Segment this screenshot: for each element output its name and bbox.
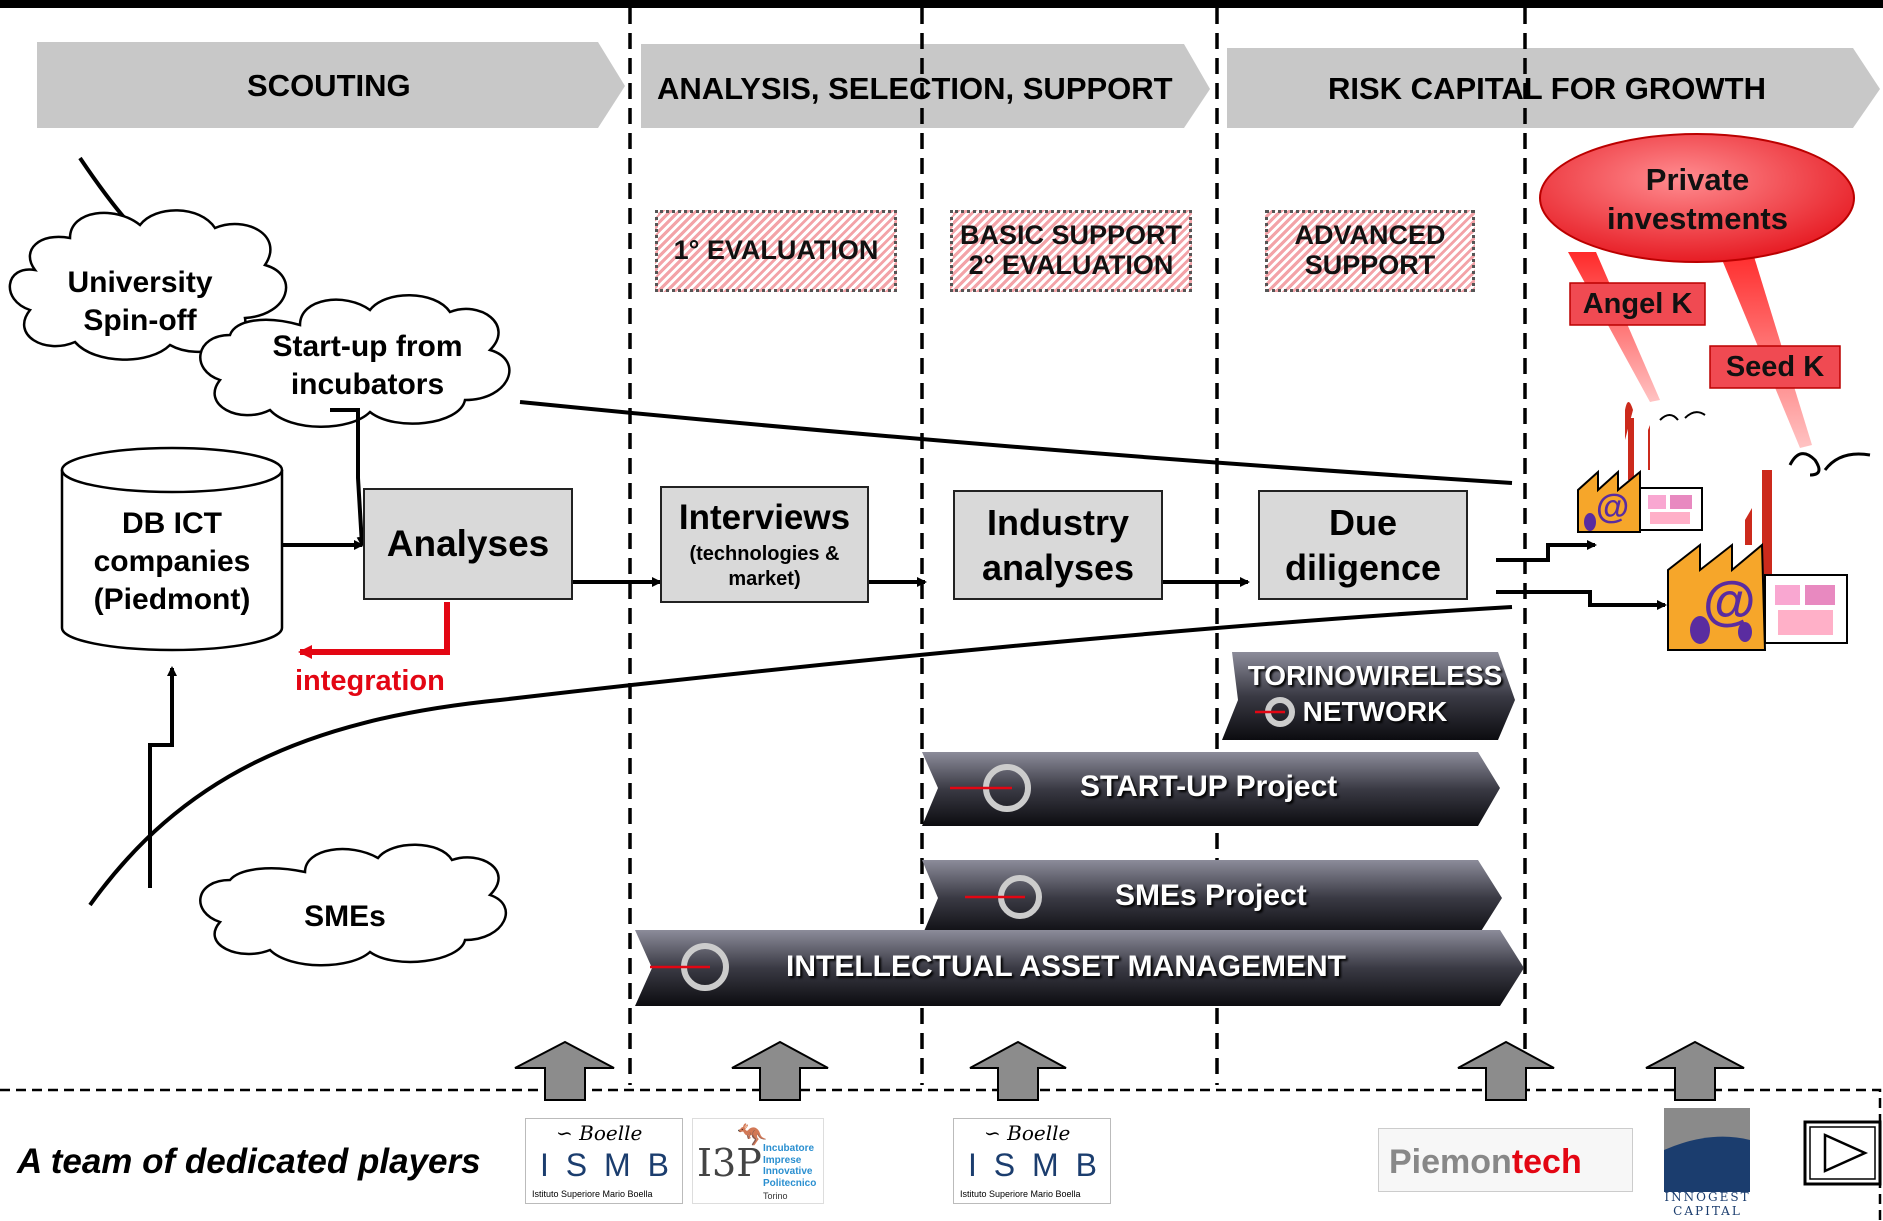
eval-first-label: 1° EVALUATION — [673, 235, 879, 266]
private-investments-label: Private investments — [1607, 162, 1788, 237]
factory-small-icon — [1577, 402, 1706, 533]
phase-label-risk-capital: RISK CAPITAL FOR GROWTH — [1328, 71, 1766, 106]
angel-k-label: Angel K — [1582, 288, 1693, 320]
innogest-logo-graphic — [1664, 1108, 1750, 1192]
innogest-logo-text: INNOGEST CAPITAL — [1664, 1190, 1751, 1219]
phase-arrow-scouting — [37, 42, 625, 128]
flow-arrows — [148, 408, 1667, 888]
project-arrows — [635, 652, 1524, 1006]
project-ring-lines — [650, 710, 1285, 969]
ismb-logo-1-text: I S M B — [540, 1147, 673, 1183]
phase-label-analysis: ANALYSIS, SELECTION, SUPPORT — [657, 71, 1173, 106]
due-diligence-label: Due diligence — [1284, 502, 1442, 588]
factory-large-at: @ — [1703, 571, 1756, 631]
eval-first: 1° EVALUATION — [655, 210, 897, 292]
cloud-incubators-label: Start-up from incubators — [272, 330, 463, 401]
kangaroo-icon: 🦘 — [737, 1122, 767, 1149]
seed-k-label-bg — [1709, 345, 1841, 389]
interviews-box: Interviews (technologies & market) — [660, 486, 869, 603]
analyses-box: Analyses — [363, 488, 573, 600]
angel-k-label-bg — [1569, 282, 1706, 326]
i3p-logo-mark: I3P — [697, 1141, 762, 1185]
ismb-logo-1-sub: Istituto Superiore Mario Boella — [532, 1189, 653, 1199]
interviews-label: Interviews — [678, 498, 851, 537]
ismb-logo-2-text: I S M B — [968, 1147, 1101, 1183]
db-label: DB ICT companies (Piedmont) — [93, 507, 251, 617]
private-investments-ellipse — [1539, 133, 1855, 263]
industry-label: Industry analyses — [981, 502, 1135, 588]
up-arrows — [514, 1040, 1745, 1101]
due-diligence-box: Due diligence — [1258, 490, 1468, 600]
piemontech-logo-a: Piemon — [1389, 1143, 1512, 1181]
ismb-logo-2: ∽ Boelle I S M B Istituto Superiore Mari… — [953, 1118, 1111, 1204]
project-arrow-smes — [922, 860, 1502, 936]
team-label: A team of dedicated players — [17, 1142, 481, 1181]
project-torino-label: TORINOWIRELESS NETWORK — [1247, 660, 1503, 727]
analyses-label: Analyses — [386, 523, 550, 564]
phase-separators — [628, 8, 1527, 1085]
project-smes-label: SMEs Project — [1115, 879, 1307, 912]
piemontech-logo: Piemontech — [1378, 1128, 1633, 1192]
cloud-university — [8, 209, 288, 361]
project-arrow-torino — [1222, 652, 1515, 740]
angel-beam — [1568, 252, 1660, 402]
phase-arrows — [37, 42, 1880, 128]
project-iam-label: INTELLECTUAL ASSET MANAGEMENT — [786, 950, 1346, 983]
funnel-top-curve — [519, 400, 1513, 485]
project-arrow-iam — [635, 930, 1524, 1006]
factory-small-at: @ — [1596, 488, 1630, 526]
ismb-logo-1: ∽ Boelle I S M B Istituto Superiore Mari… — [525, 1118, 683, 1204]
cloud-incubators — [199, 294, 511, 428]
i3p-logo: I3P 🦘 Incubatore Imprese Innovative Poli… — [692, 1118, 824, 1204]
i3p-logo-city: Torino — [763, 1191, 788, 1201]
project-startup-label: START-UP Project — [1080, 770, 1338, 803]
ismb-logo-2-sub: Istituto Superiore Mario Boella — [960, 1189, 1081, 1199]
eval-advanced: ADVANCED SUPPORT — [1265, 210, 1475, 292]
industry-box: Industry analyses — [953, 490, 1163, 600]
top-bar — [0, 0, 1883, 8]
cloud-smes-label: SMEs — [304, 900, 386, 933]
phase-arrow-risk-capital — [1227, 48, 1880, 128]
footer-box — [0, 1088, 1882, 1221]
cloud-smes — [199, 843, 508, 967]
play-icon — [1803, 1120, 1882, 1186]
phase-arrow-analysis — [641, 44, 1210, 128]
db-cylinder — [60, 446, 284, 652]
eval-basic: BASIC SUPPORT 2° EVALUATION — [950, 210, 1192, 292]
phase-label-scouting: SCOUTING — [247, 68, 411, 103]
eval-advanced-label: ADVANCED SUPPORT — [1294, 220, 1446, 280]
project-arrow-startup — [922, 752, 1500, 826]
i3p-logo-text: Incubatore Imprese Innovative Politecnic… — [763, 1143, 817, 1189]
seed-k-label: Seed K — [1725, 351, 1825, 383]
play-button[interactable] — [1805, 1122, 1880, 1184]
funnel-bottom-curve — [88, 605, 1513, 907]
integration-label: integration — [295, 665, 445, 697]
cloud-university-label: University Spin-off — [67, 266, 213, 337]
interviews-sublabel: (technologies & market) — [689, 543, 840, 590]
piemontech-logo-b: tech — [1511, 1143, 1582, 1181]
eval-basic-label: BASIC SUPPORT 2° EVALUATION — [959, 220, 1183, 280]
integration-arrow — [298, 602, 450, 659]
factory-large-icon — [1667, 452, 1871, 651]
